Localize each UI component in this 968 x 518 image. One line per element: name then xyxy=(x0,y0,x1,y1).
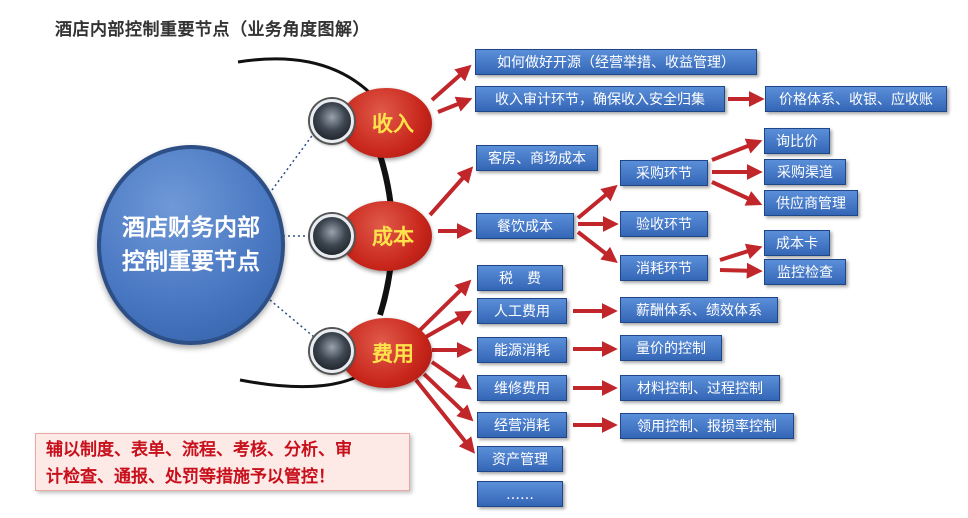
expense-sub-4: 领用控制、报损率控制 xyxy=(620,413,794,439)
income-item-2: 收入审计环节，确保收入安全归集 xyxy=(475,86,725,112)
consume-sub-2: 监控检查 xyxy=(764,259,846,285)
income-ball-icon xyxy=(310,99,354,143)
income-item-1: 如何做好开源（经营举措、收益管理） xyxy=(475,49,757,75)
purchase-sub-2: 采购渠道 xyxy=(764,159,846,185)
cost-inspect: 验收环节 xyxy=(620,211,708,237)
expense-ball-icon xyxy=(310,329,354,373)
central-node: 酒店财务内部控制重要节点 xyxy=(97,145,285,345)
note-box: 辅以制度、表单、流程、考核、分析、审 计检查、通报、处罚等措施予以管控！ xyxy=(35,433,410,491)
purchase-sub-1: 询比价 xyxy=(764,128,830,154)
expense-item-more: …… xyxy=(477,481,563,507)
consume-sub-1: 成本卡 xyxy=(764,230,830,256)
expense-item-tax: 税 费 xyxy=(477,265,563,291)
hub-line-1: 酒店财务内部 xyxy=(122,214,260,241)
cost-item-1: 客房、商场成本 xyxy=(476,145,598,171)
expense-item-energy: 能源消耗 xyxy=(477,337,567,363)
note-line-2: 计检查、通报、处罚等措施予以管控！ xyxy=(46,464,399,491)
hub-line-2: 控制重要节点 xyxy=(122,248,260,275)
purchase-sub-3: 供应商管理 xyxy=(764,190,858,216)
cost-purchase: 采购环节 xyxy=(620,160,708,186)
income-item-2-sub: 价格体系、收银、应收账 xyxy=(765,86,947,112)
expense-item-operating: 经营消耗 xyxy=(477,412,567,438)
cost-consume: 消耗环节 xyxy=(620,255,708,281)
expense-item-assets: 资产管理 xyxy=(477,446,563,472)
expense-sub-1: 薪酬体系、绩效体系 xyxy=(620,297,778,323)
expense-sub-2: 量价的控制 xyxy=(620,335,722,361)
expense-item-labor: 人工费用 xyxy=(477,298,567,324)
cost-ball-icon xyxy=(310,214,354,258)
note-line-1: 辅以制度、表单、流程、考核、分析、审 xyxy=(46,437,399,464)
expense-sub-3: 材料控制、过程控制 xyxy=(620,375,780,401)
cost-item-2: 餐饮成本 xyxy=(476,213,574,239)
expense-item-repair: 维修费用 xyxy=(477,375,567,401)
